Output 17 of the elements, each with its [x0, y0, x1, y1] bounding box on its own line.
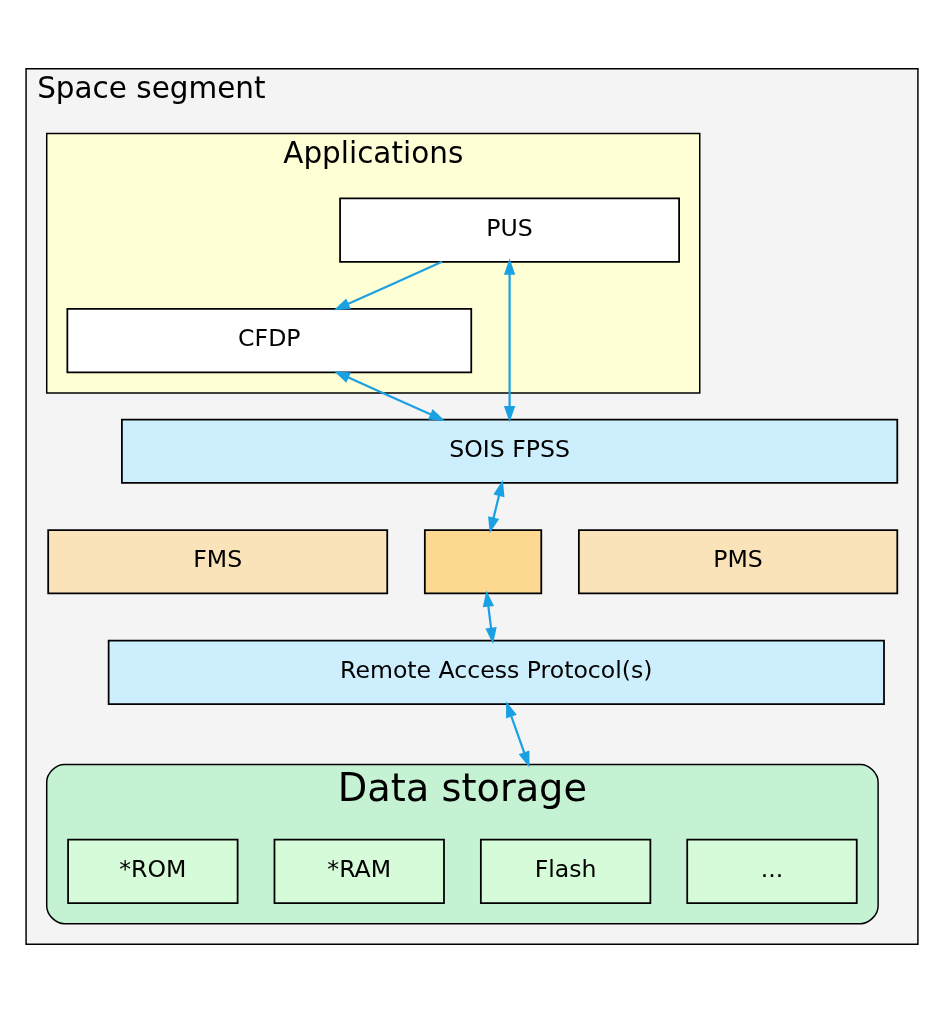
- node-box: FMS: [47, 529, 389, 595]
- node-box: Remote Access Protocol(s): [107, 639, 885, 705]
- node-box: PMS: [578, 529, 899, 595]
- arrow: [488, 480, 505, 534]
- node-box: *RAM: [273, 838, 445, 904]
- node-box: ...: [686, 838, 858, 904]
- node-box: Flash: [479, 838, 652, 904]
- node-box: PUS: [339, 197, 680, 263]
- node-box: [423, 529, 543, 595]
- arrow: [506, 701, 530, 768]
- node-box: SOIS FPSS: [121, 418, 899, 484]
- arrow: [503, 258, 516, 423]
- arrow: [333, 371, 446, 421]
- node-box: *ROM: [67, 838, 239, 904]
- arrow: [333, 260, 443, 311]
- arrow: [482, 590, 497, 644]
- node-box: CFDP: [66, 308, 473, 374]
